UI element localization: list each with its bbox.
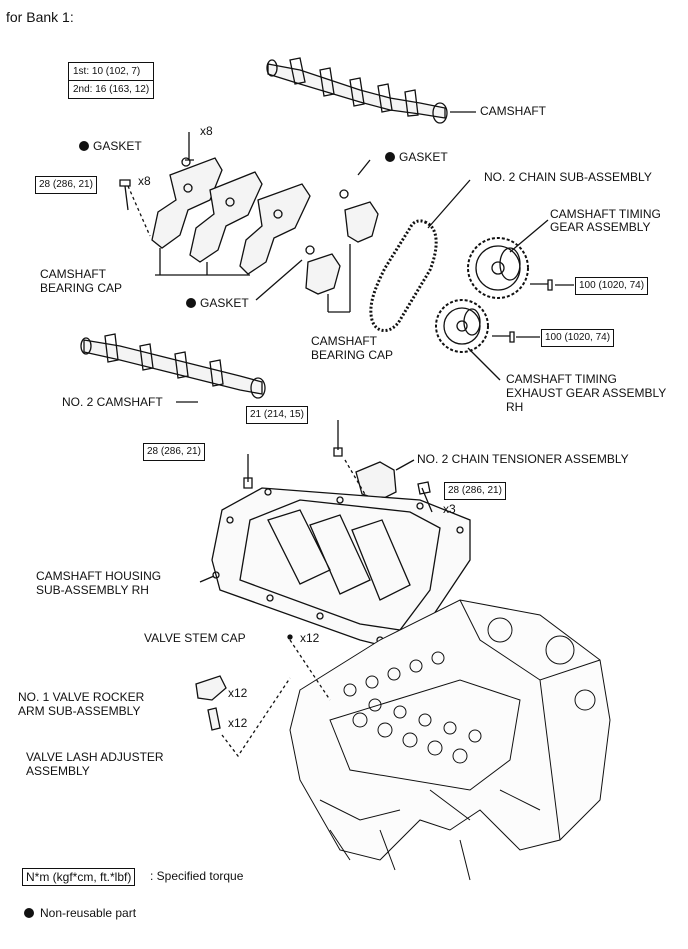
label-exhaust-gear-2: EXHAUST GEAR ASSEMBLY (506, 386, 667, 400)
valve-parts (195, 634, 331, 758)
label-lash-1: VALVE LASH ADJUSTER (26, 750, 164, 764)
quantity-x8-left: x8 (138, 174, 151, 188)
legend-unit-desc: : Specified torque (150, 869, 244, 883)
nonreusable-dot-icon (79, 141, 89, 151)
nonreusable-dot-icon (186, 298, 196, 308)
label-bearing-cap-left-1: CAMSHAFT (40, 267, 106, 281)
torque-box-cap-bolt: 1st: 10 (102, 7) 2nd: 16 (163, 12) (68, 62, 155, 99)
label-lash-2: ASSEMBLY (26, 764, 90, 778)
label-tensioner: NO. 2 CHAIN TENSIONER ASSEMBLY (417, 452, 629, 466)
no2-camshaft-part (80, 333, 266, 399)
label-bearing-cap-left-2: BEARING CAP (40, 281, 123, 295)
label-exhaust-gear-3: RH (506, 400, 524, 414)
label-no2-chain: NO. 2 CHAIN SUB-ASSEMBLY (484, 170, 652, 184)
legend-nonreusable: Non-reusable part (40, 906, 137, 920)
bearing-cap-right-part (305, 159, 379, 295)
label-gasket-left: GASKET (93, 139, 142, 153)
torque-box-cap-left: 28 (286, 21) (35, 176, 97, 194)
engine-block-part (289, 599, 611, 881)
torque-box-gear-intake: 100 (1020, 74) (575, 277, 649, 295)
torque-box-housing-right: 28 (286, 21) (444, 482, 506, 500)
torque-box-tensioner: 21 (214, 15) (246, 406, 308, 424)
quantity-x12-cap: x12 (300, 631, 320, 645)
legend-unit-box: N*m (kgf*cm, ft.*lbf) (22, 868, 136, 886)
label-rocker-2: ARM SUB-ASSEMBLY (18, 704, 141, 718)
timing-gear-part (467, 237, 553, 299)
label-camshaft: CAMSHAFT (480, 104, 546, 118)
quantity-x12-rocker: x12 (228, 686, 248, 700)
nonreusable-dot-icon (385, 152, 395, 162)
label-rocker-1: NO. 1 VALVE ROCKER (18, 690, 145, 704)
torque-box-gear-exhaust: 100 (1020, 74) (541, 329, 615, 347)
tensioner-part (333, 420, 397, 521)
camshaft-part (266, 57, 448, 124)
label-housing-1: CAMSHAFT HOUSING (36, 569, 162, 583)
torque-box-housing-left: 28 (286, 21) (143, 443, 205, 461)
torque-1st: 1st: 10 (102, 7) (73, 66, 141, 77)
header-title: for Bank 1: (6, 9, 74, 25)
torque-2nd: 2nd: 16 (163, 12) (69, 80, 154, 98)
label-timing-gear-1: CAMSHAFT TIMING (550, 207, 661, 221)
quantity-x8-top: x8 (200, 124, 213, 138)
label-gasket-right: GASKET (399, 150, 448, 164)
label-bearing-cap-right-1: CAMSHAFT (311, 334, 377, 348)
label-no2-camshaft: NO. 2 CAMSHAFT (62, 395, 163, 409)
label-bearing-cap-right-2: BEARING CAP (311, 348, 394, 362)
label-housing-2: SUB-ASSEMBLY RH (36, 583, 149, 597)
bearing-cap-left-part (127, 132, 311, 275)
nonreusable-dot-icon (24, 908, 34, 918)
quantity-x3: x3 (443, 502, 456, 516)
exhaust-gear-part (435, 299, 515, 353)
label-valve-stem-cap: VALVE STEM CAP (144, 631, 246, 645)
label-exhaust-gear-1: CAMSHAFT TIMING (506, 372, 617, 386)
quantity-x12-lash: x12 (228, 716, 248, 730)
label-timing-gear-2: GEAR ASSEMBLY (550, 220, 651, 234)
label-gasket-bottom: GASKET (200, 296, 249, 310)
chain-part (369, 219, 438, 332)
